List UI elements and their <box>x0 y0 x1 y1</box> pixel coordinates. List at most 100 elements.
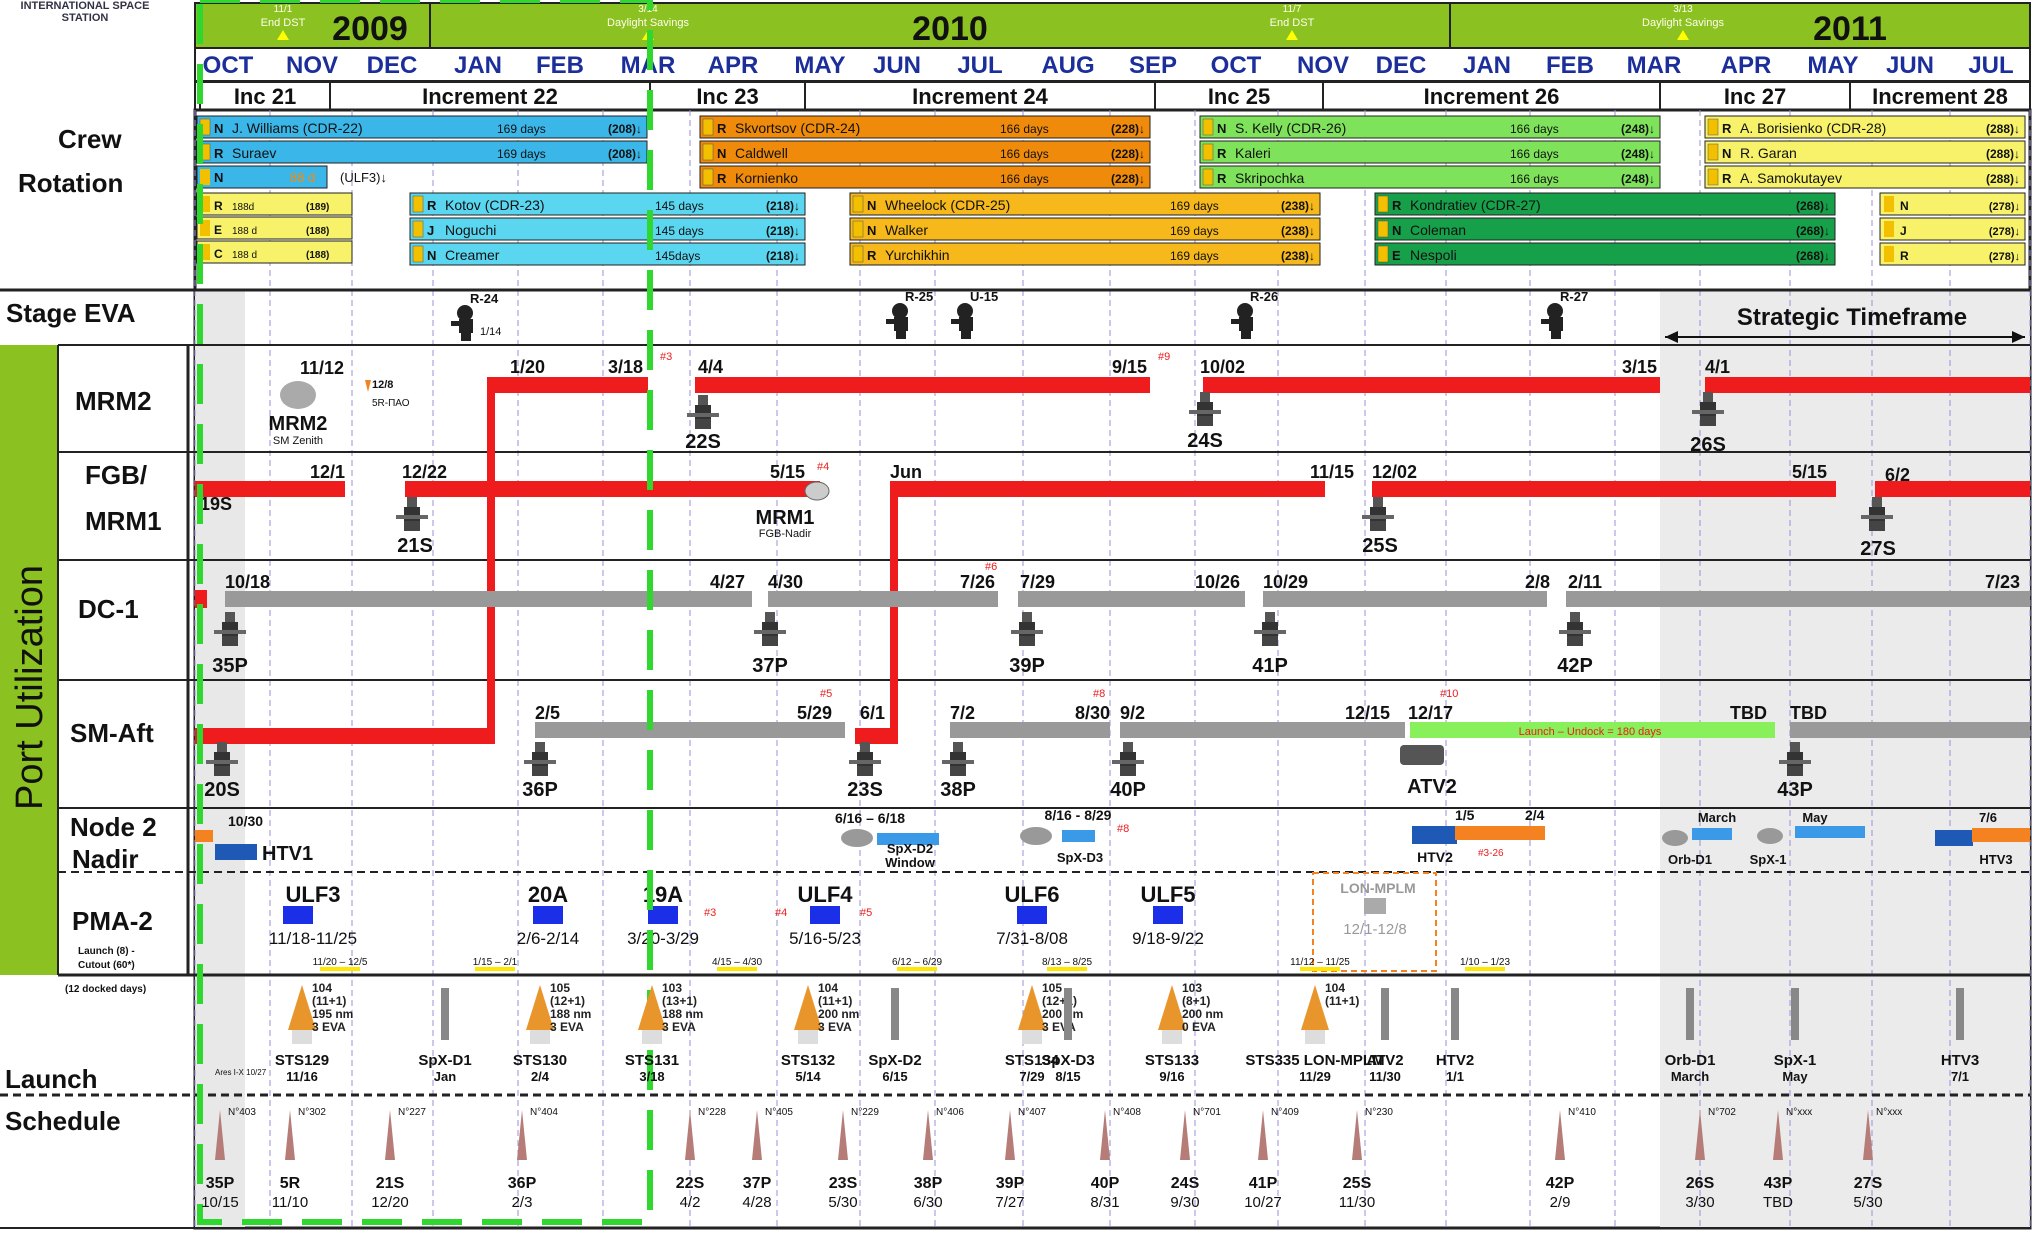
mrm1-module-icon <box>804 481 830 501</box>
pma2-mission-name: ULF4 <box>798 882 854 907</box>
crew-name: A. Borisienko (CDR-28) <box>1740 120 1886 136</box>
pma2-note: Launch (8) - <box>78 946 135 957</box>
increment-label: Inc 21 <box>234 84 296 109</box>
year-note-dst-2011-top: 3/13 <box>1673 4 1693 15</box>
crew-bar-skripochka <box>1199 165 1661 189</box>
mrm2-date: 11/12 <box>300 358 344 378</box>
crew-name: A. Samokutayev <box>1740 170 1842 186</box>
strategic-arrow-left <box>1665 331 1678 343</box>
soyuz-date: TBD <box>1763 1194 1793 1211</box>
launch-vehicle-icon <box>1791 988 1799 1040</box>
crew-days: 166 days <box>1510 122 1559 136</box>
eva-icon-part <box>1241 331 1251 339</box>
mrm2-date: 4/4 <box>698 357 723 377</box>
eva-icon-part <box>1231 319 1239 324</box>
soyuz-date: 3/30 <box>1685 1194 1714 1211</box>
soyuz-serial: N°230 <box>1365 1107 1393 1118</box>
mrm2-red-bar-1 <box>490 377 648 393</box>
sm-aft-dock-1-panels <box>524 760 556 764</box>
pma2-launch-window: 1/15 – 2/1 <box>473 957 518 968</box>
pma2-mission-dates: 5/16-5/23 <box>789 929 861 948</box>
shuttle-icon <box>1301 985 1329 1030</box>
crew-flag-icon <box>412 245 424 263</box>
shuttle-icon-base <box>1162 1030 1182 1044</box>
soyuz-rocket-icon <box>1258 1110 1268 1160</box>
mrm2-vehicle: 24S <box>1187 430 1223 452</box>
launch-vehicle-icon <box>1956 988 1964 1040</box>
soyuz-name: 41P <box>1249 1175 1278 1192</box>
crew-flag-icon <box>1377 245 1389 263</box>
mrm2-dock-24s-top <box>1200 392 1210 402</box>
sm-aft-dock-5-panels <box>1779 760 1811 764</box>
soyuz-rocket-icon <box>1180 1110 1190 1160</box>
pma2-mission-name: ULF5 <box>1141 882 1196 907</box>
launch-vehicle-icon <box>891 988 899 1040</box>
pma2-mission-dates: 3/20-3/29 <box>627 929 699 948</box>
pma2-window-marker <box>897 967 937 971</box>
schedule-label: Schedule <box>5 1106 121 1136</box>
soyuz-name: 36P <box>508 1175 537 1192</box>
crew-name: Caldwell <box>735 145 788 161</box>
sm-aft-date: 7/2 <box>950 703 975 723</box>
sm-aft-dock-1-base <box>532 766 548 776</box>
mrm2-date: 1/20 <box>510 357 545 377</box>
mrm2-dock-24s-panels <box>1189 410 1221 414</box>
soyuz-serial: N°404 <box>530 1107 558 1118</box>
crew-bar-samokutayev <box>1704 165 2026 189</box>
crew-bar-noguchi <box>409 217 806 241</box>
dst-marker <box>1286 30 1298 40</box>
month-feb: FEB <box>536 52 584 79</box>
crew-name: Creamer <box>445 247 500 263</box>
crew-name: Kotov (CDR-23) <box>445 197 545 213</box>
sm-aft-dock-0-base <box>214 766 230 776</box>
month-jul: JUL <box>1968 52 2013 79</box>
dc1-dock-0-top <box>225 612 235 622</box>
crew-bar-kornienko <box>699 165 1151 189</box>
eva-date: 1/14 <box>480 326 501 338</box>
htv3-label: HTV3 <box>1979 852 2012 867</box>
crew-total: (228)↓ <box>1111 122 1145 136</box>
mrm2-dock-26s-panels <box>1692 410 1724 414</box>
pma2-mission-box <box>533 906 563 924</box>
crew-total: (218)↓ <box>766 224 800 238</box>
shuttle-icon-base <box>1022 1030 1042 1044</box>
dc1-dock-0-panels <box>214 630 246 634</box>
fgb-date: 6/2 <box>1885 465 1910 485</box>
crew-ulf3-note: (ULF3)↓ <box>340 170 387 185</box>
pma2-mission-dates: 9/18-9/22 <box>1132 929 1204 948</box>
sm-aft-date: 9/2 <box>1120 703 1145 723</box>
month-dec: DEC <box>1376 52 1427 79</box>
soyuz-rocket-icon <box>385 1110 395 1160</box>
eva-astronaut-icon <box>951 303 973 339</box>
port-label-area <box>58 345 188 975</box>
launch-vehicle-date: Jan <box>434 1069 456 1084</box>
launch-vehicle-date: 7/1 <box>1951 1069 1969 1084</box>
sm-aft-label: SM-Aft <box>70 718 154 748</box>
node2-date: 10/30 <box>228 813 263 829</box>
mrm2-red-bar-3 <box>1203 377 1660 393</box>
eva-icon-part <box>894 317 908 331</box>
month-nov: NOV <box>286 52 338 79</box>
eva-icon-part <box>459 319 473 333</box>
launch-vehicle-icon <box>1381 988 1389 1040</box>
dc1-date: 10/18 <box>225 572 270 592</box>
dc1-grey-bar-3 <box>1018 591 1245 607</box>
crew-flag-icon <box>412 220 424 238</box>
mrm2-dock-22s-top <box>698 395 708 405</box>
crew-flag-letter: R <box>717 121 727 136</box>
shuttle-detail: 188 nm <box>662 1007 703 1021</box>
launch-vehicle-date: 8/15 <box>1055 1069 1080 1084</box>
crew-total: (248)↓ <box>1621 122 1655 136</box>
mrm2-red-bar-4 <box>1705 377 2030 393</box>
crew-flag-icon <box>1707 118 1719 136</box>
fgb-date: 12/02 <box>1372 462 1417 482</box>
port-utilization-label: Port Utilization <box>9 565 51 810</box>
node2-date: 2/4 <box>1525 807 1545 823</box>
crew-flag-icon <box>200 169 210 185</box>
pma2-flag: #3 <box>704 907 716 919</box>
shuttle-detail: (8+1) <box>1182 994 1210 1008</box>
soyuz-serial: N°302 <box>298 1107 326 1118</box>
shuttle-detail: 104 <box>312 981 332 995</box>
spx-d3-icon <box>1020 827 1052 845</box>
shuttle-detail: 3 EVA <box>662 1020 696 1034</box>
